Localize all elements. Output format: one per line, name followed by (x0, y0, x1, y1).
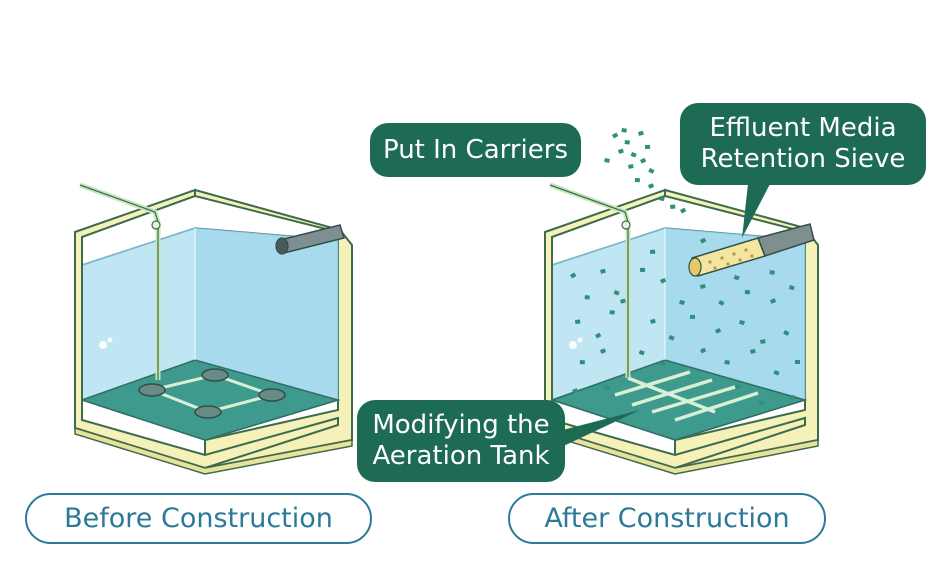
falling-carrier (645, 144, 651, 149)
media-carrier (604, 385, 610, 391)
media-carrier (699, 284, 706, 289)
falling-carrier (648, 183, 655, 189)
falling-carrier (612, 132, 619, 139)
tank-before (74, 182, 353, 475)
media-carrier (649, 318, 656, 324)
falling-carrier (630, 152, 637, 158)
media-carrier (700, 347, 707, 354)
media-carrier (758, 399, 765, 406)
media-carrier (595, 332, 602, 339)
callout-aeration-pointer (555, 410, 640, 450)
falling-carrier (680, 207, 687, 214)
media-carrier (744, 290, 750, 295)
callout-modifying-aeration-line1: Modifying the (372, 410, 550, 440)
media-carrier (735, 384, 741, 389)
falling-carrier (670, 204, 676, 209)
tank-before-outlet-pipe (275, 224, 345, 255)
media-carrier (584, 295, 590, 300)
tank-after (544, 128, 819, 475)
falling-carrier (658, 195, 665, 202)
media-carrier (773, 370, 780, 376)
label-before-construction-text: Before Construction (64, 503, 333, 534)
label-after-construction-text: After Construction (544, 503, 790, 534)
media-carrier (733, 275, 740, 281)
media-carrier (613, 290, 620, 296)
media-carrier (724, 360, 730, 365)
falling-carrier (634, 177, 640, 183)
media-carrier (570, 272, 577, 279)
media-carrier (620, 298, 626, 304)
falling-carrier (648, 167, 655, 174)
falling-carrier (624, 140, 630, 145)
tank-after-media-carriers (570, 237, 800, 406)
media-carrier (739, 320, 745, 326)
media-carrier (788, 285, 795, 291)
media-carrier (783, 329, 790, 336)
media-carrier (638, 349, 645, 356)
media-carrier (750, 348, 756, 354)
falling-carrier (638, 130, 644, 136)
tank-before-water-side (195, 228, 338, 400)
media-carrier (650, 249, 656, 254)
media-carrier (789, 395, 795, 400)
tank-after-sieve-pipe (688, 223, 815, 277)
media-carrier (679, 300, 685, 305)
media-carrier (690, 314, 696, 319)
falling-carrier (618, 148, 624, 154)
media-carrier (668, 334, 675, 341)
callout-effluent-sieve-line2: Retention Sieve (700, 144, 906, 174)
media-carrier (769, 270, 775, 275)
media-carrier (700, 237, 707, 244)
callout-effluent-sieve-line1: Effluent Media (709, 113, 897, 143)
callout-effluent-sieve: Effluent Media Retention Sieve (680, 103, 926, 185)
falling-media-carriers (604, 128, 687, 214)
falling-carrier (604, 157, 610, 163)
falling-carrier (621, 128, 627, 133)
media-carrier (640, 267, 646, 272)
media-carrier (575, 319, 581, 324)
media-carrier (600, 348, 607, 354)
falling-carrier (640, 157, 647, 164)
tank-before-diffusers (138, 368, 286, 419)
media-carrier (715, 327, 722, 334)
media-carrier (660, 277, 667, 284)
tank-after-aeration-grid (614, 370, 759, 422)
callout-modifying-aeration: Modifying the Aeration Tank (357, 400, 565, 482)
falling-carrier (627, 164, 634, 169)
label-after-construction: After Construction (508, 493, 826, 544)
callout-sieve-pointer (742, 184, 770, 238)
callout-put-in-carriers-text: Put In Carriers (382, 134, 569, 165)
callout-put-in-carriers: Put In Carriers (370, 123, 581, 177)
media-carrier (579, 360, 585, 365)
media-carrier (600, 268, 606, 274)
media-carrier (770, 298, 777, 304)
media-carrier (718, 300, 725, 306)
callout-modifying-aeration-line2: Aeration Tank (372, 441, 550, 471)
media-carrier (572, 388, 579, 394)
tank-before-base (74, 426, 353, 475)
media-carrier (795, 360, 800, 364)
label-before-construction: Before Construction (25, 493, 372, 544)
media-carrier (760, 339, 766, 344)
media-carrier (660, 361, 666, 366)
media-carrier (609, 309, 615, 315)
